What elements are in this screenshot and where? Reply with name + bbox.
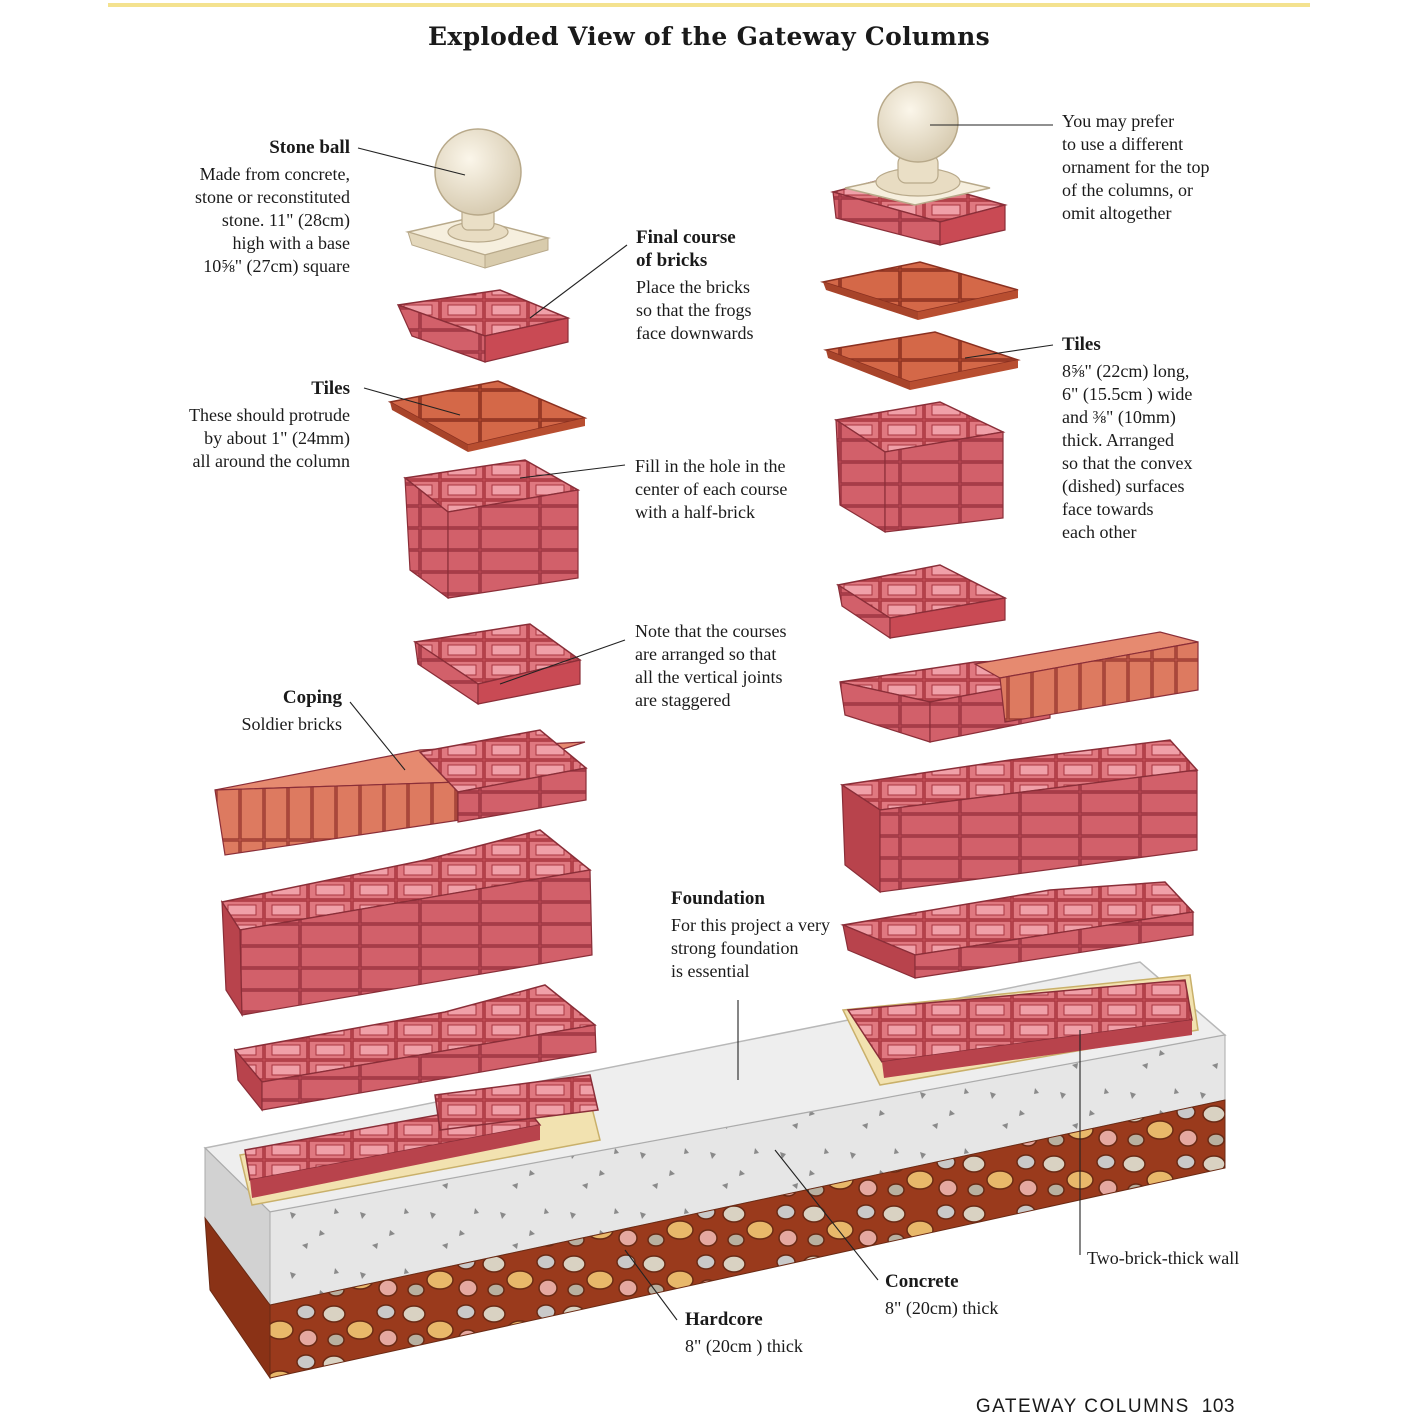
coping-heading: Coping xyxy=(282,687,342,708)
right-tile-upper xyxy=(820,261,1019,320)
label-final-course: Final course of bricks Place the bricks … xyxy=(636,226,806,345)
final-course-body: Place the bricks so that the frogs face … xyxy=(636,277,754,343)
top-rule xyxy=(108,3,1310,7)
two-brick-wall-body: Two-brick-thick wall xyxy=(1087,1248,1240,1268)
label-staggered: Note that the courses are arranged so th… xyxy=(635,620,825,712)
label-hardcore: Hardcore 8" (20cm ) thick xyxy=(685,1308,845,1358)
tiles-left-heading: Tiles xyxy=(311,378,350,399)
tiles-right-heading: Tiles xyxy=(1062,334,1101,355)
right-single-course xyxy=(836,564,1008,640)
left-brick-block xyxy=(403,459,581,600)
tiles-right-body: 8⅝" (22cm) long, 6" (15.5cm ) wide and ⅜… xyxy=(1062,361,1193,542)
concrete-body: 8" (20cm) thick xyxy=(885,1298,999,1318)
page-title: Exploded View of the Gateway Columns xyxy=(428,22,990,51)
fill-hole-body: Fill in the hole in the center of each c… xyxy=(635,456,788,522)
label-coping: Coping Soldier bricks xyxy=(200,686,343,736)
right-tile-lower xyxy=(823,331,1021,390)
footer-section: GATEWAY COLUMNS xyxy=(975,1396,1190,1417)
foundation-heading: Foundation xyxy=(671,888,765,909)
left-single-course xyxy=(412,623,582,706)
label-concrete: Concrete 8" (20cm) thick xyxy=(885,1270,1045,1320)
label-two-brick-wall: Two-brick-thick wall xyxy=(1087,1247,1267,1270)
left-stone-ball xyxy=(405,128,551,269)
stone-ball-heading: Stone ball xyxy=(269,137,350,158)
label-foundation: Foundation For this project a very stron… xyxy=(671,887,861,983)
page-footer: GATEWAY COLUMNS 103 xyxy=(976,1396,1235,1418)
left-tiles xyxy=(387,380,588,452)
left-final-course xyxy=(396,289,571,363)
foundation-body: For this project a very strong foundatio… xyxy=(671,915,830,981)
left-wall-block xyxy=(220,829,593,1018)
right-brick-block xyxy=(833,401,1006,534)
staggered-body: Note that the courses are arranged so th… xyxy=(635,621,787,710)
leader-lines xyxy=(349,124,1081,1321)
right-wall-block xyxy=(839,739,1199,894)
label-stone-ball: Stone ball Made from concrete, stone or … xyxy=(150,136,350,278)
right-coping xyxy=(839,631,1199,743)
left-coping xyxy=(214,729,588,856)
label-tiles-right: Tiles 8⅝" (22cm) long, 6" (15.5cm ) wide… xyxy=(1062,333,1252,544)
page-number: 103 xyxy=(1201,1396,1235,1417)
hardcore-body: 8" (20cm ) thick xyxy=(685,1336,803,1356)
stone-ball-body: Made from concrete, stone or reconstitut… xyxy=(195,164,350,276)
left-base-course xyxy=(239,1074,601,1206)
concrete-heading: Concrete xyxy=(885,1271,959,1292)
label-tiles-left: Tiles These should protrude by about 1" … xyxy=(150,377,350,473)
ornament-body: You may prefer to use a different orname… xyxy=(1062,111,1210,223)
right-stone-ball xyxy=(830,81,1008,246)
final-course-heading: Final course of bricks xyxy=(636,227,736,271)
right-lower-course xyxy=(840,881,1195,979)
right-base-course xyxy=(841,974,1199,1086)
label-ornament: You may prefer to use a different orname… xyxy=(1062,110,1252,225)
left-lower-course xyxy=(233,984,597,1112)
coping-body: Soldier bricks xyxy=(241,714,343,734)
tiles-left-body: These should protrude by about 1" (24mm)… xyxy=(189,405,350,471)
label-fill-hole: Fill in the hole in the center of each c… xyxy=(635,455,825,524)
hardcore-heading: Hardcore xyxy=(685,1309,763,1330)
